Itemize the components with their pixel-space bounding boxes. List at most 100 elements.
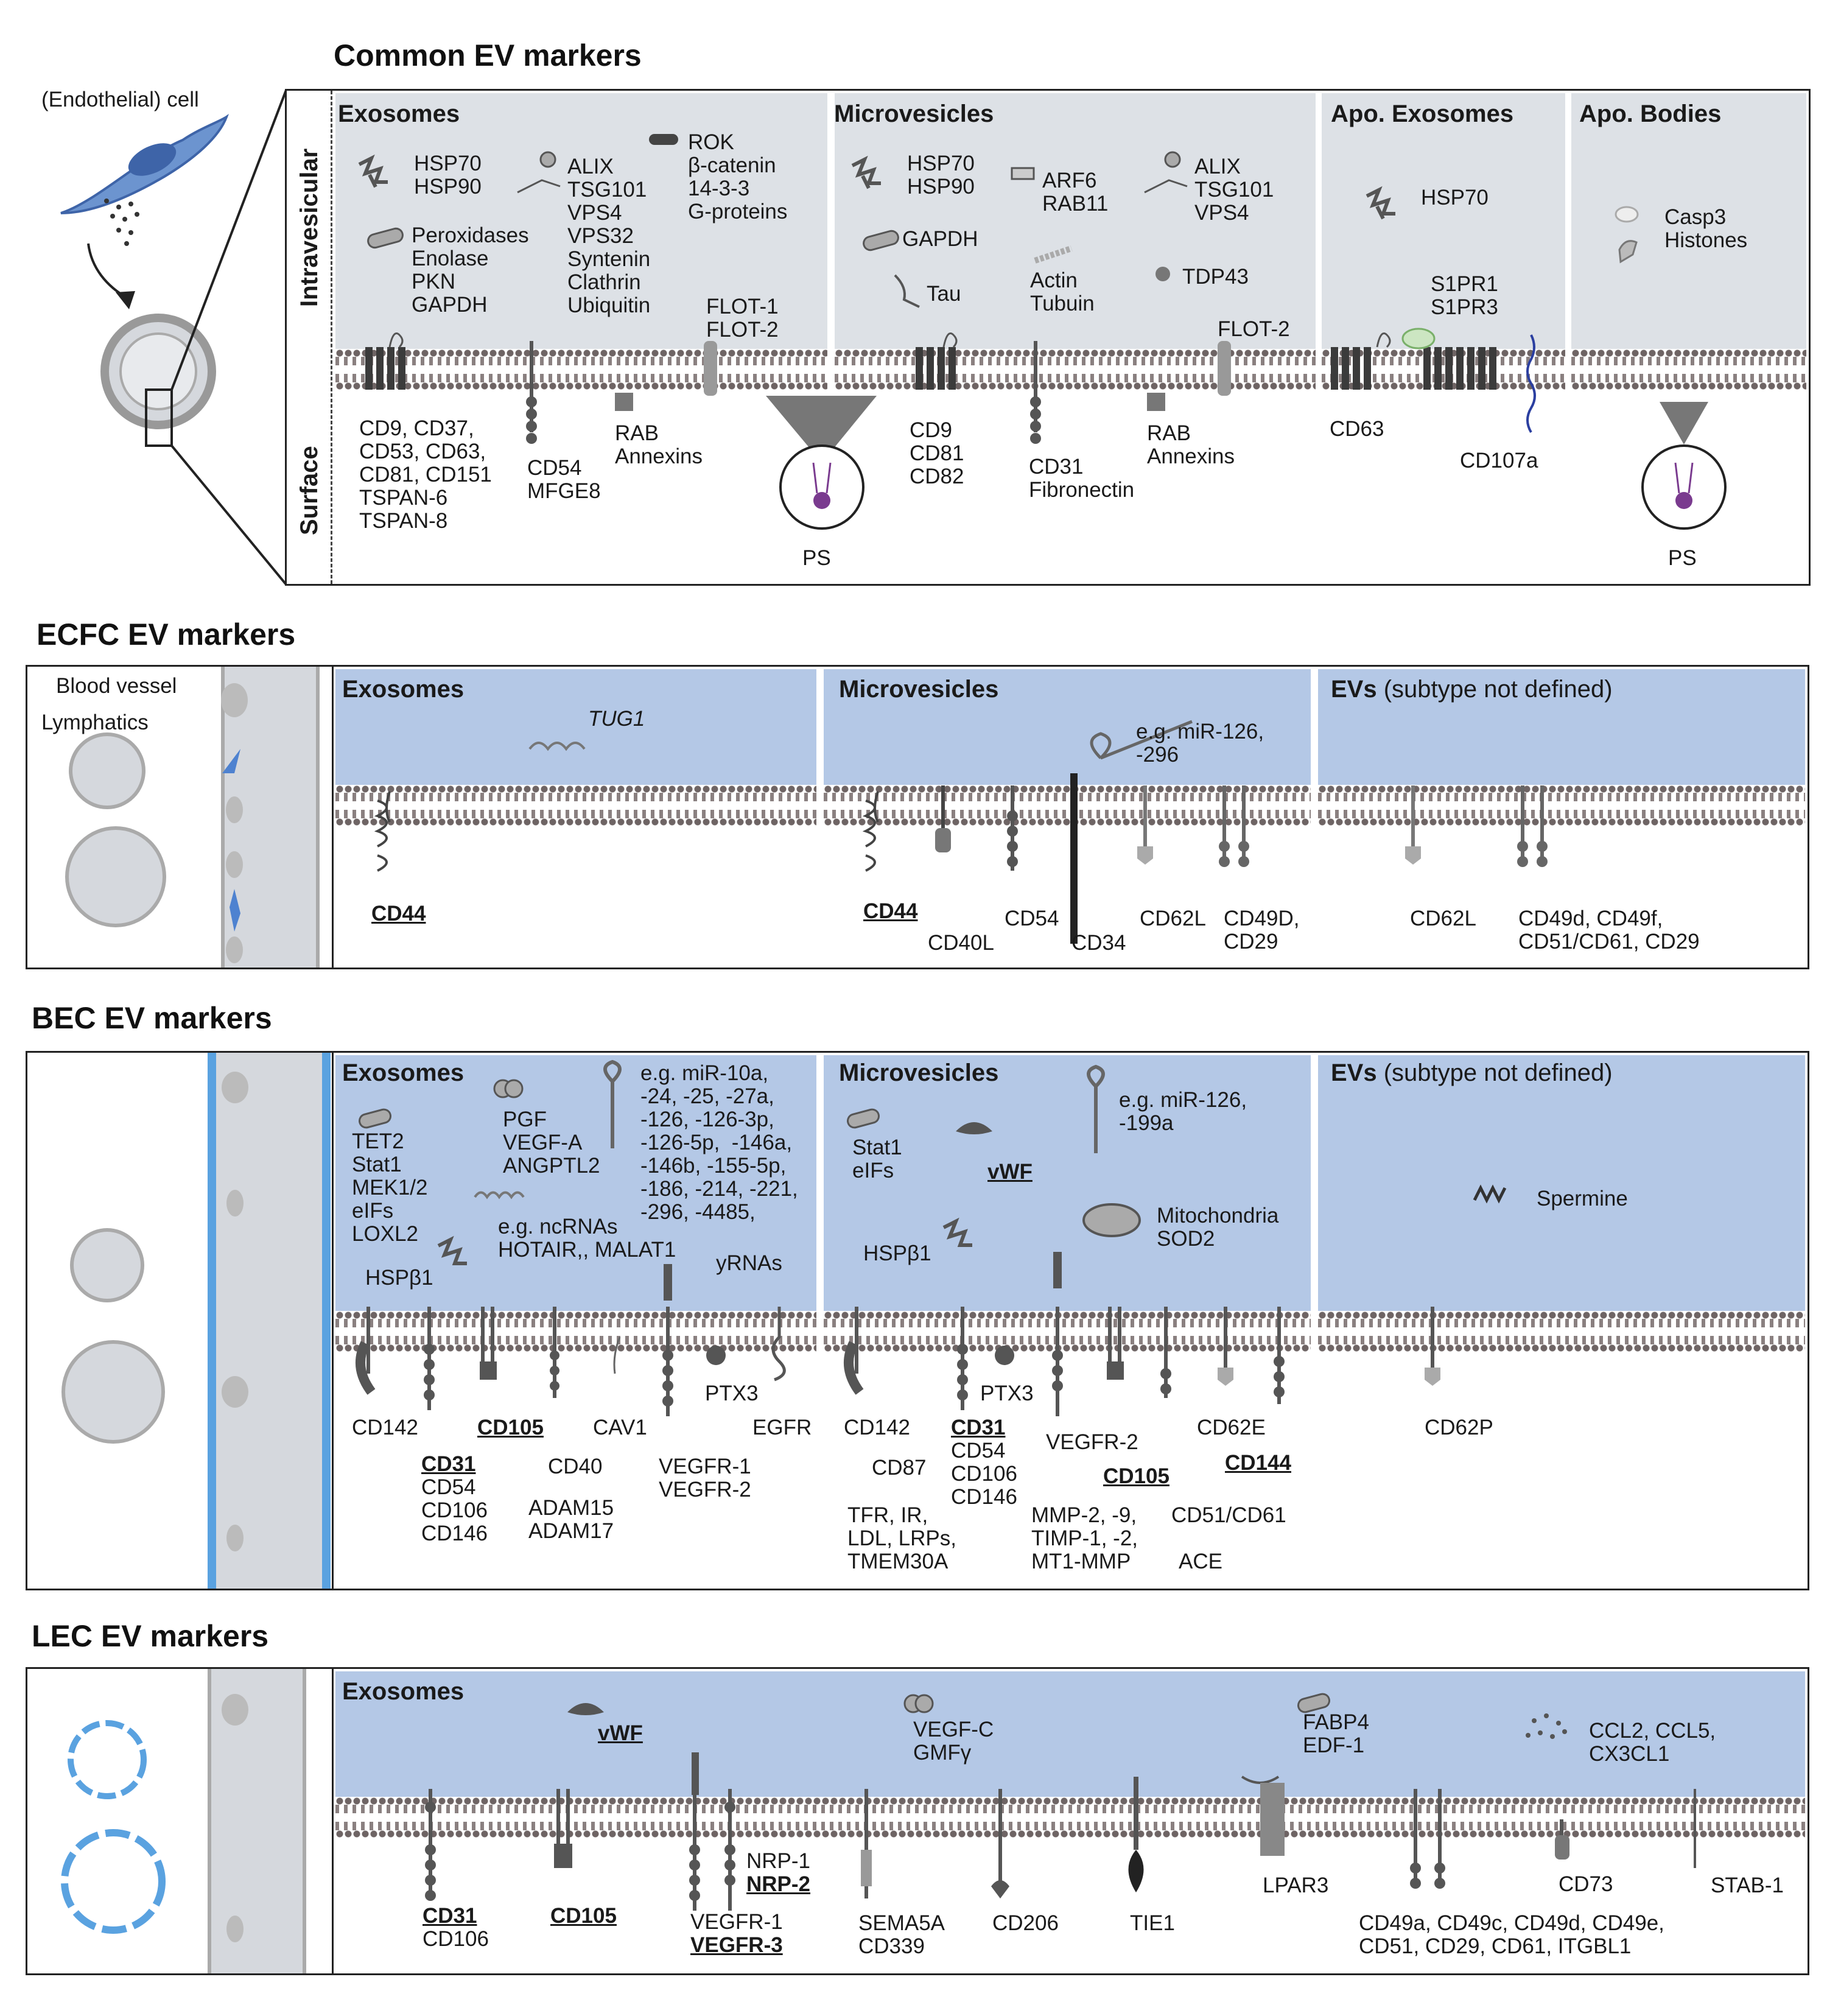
lec-lpar3-label: LPAR3 (1263, 1874, 1329, 1897)
ecfc-title: ECFC EV markers (37, 617, 296, 652)
lec-vegfr3-label: VEGFR-3 (690, 1933, 783, 1957)
mv-tau-label: Tau (927, 282, 961, 306)
lec-fabp-label: FABP4 EDF-1 (1303, 1710, 1369, 1757)
bec-mv-cd105-label: CD105 (1103, 1464, 1169, 1488)
tau-icon (894, 274, 920, 308)
bec-cd51-label: CD51/CD61 (1171, 1503, 1286, 1527)
rab-icon (615, 393, 633, 411)
cell-label: (Endothelial) cell (41, 88, 199, 111)
blood-vessel-label: Blood vessel (56, 674, 177, 698)
bec-mv-hsp-label: HSPβ1 (863, 1242, 931, 1265)
bec-ace-label: ACE (1179, 1550, 1222, 1573)
ecfc-cd54-label: CD54 (1005, 907, 1059, 930)
common-exosomes-title: Exosomes (338, 100, 460, 127)
cd54-icon (526, 341, 1041, 444)
lec-cd106-label: CD106 (423, 1927, 489, 1951)
mv-gapdh-label: GAPDH (902, 227, 978, 251)
common-mv-title: Microvesicles (834, 100, 994, 127)
common-apoexo-region (1322, 93, 1565, 349)
ecfc-mv-cd44-label: CD44 (863, 899, 918, 923)
bec-mv-cd31rest-label: CD54 CD106 CD146 (951, 1439, 1017, 1509)
bec-mir-mv-label: e.g. miR-126, -199a (1119, 1088, 1247, 1135)
ecfc-panel (26, 665, 1809, 969)
zoom-box (145, 388, 173, 447)
apoexo-s1p-label: S1PR1 S1PR3 (1431, 272, 1498, 319)
endothelial-cell-illustration (60, 90, 287, 586)
mv-rab-label: RAB Annexins (1147, 421, 1235, 468)
tdp-icon (1155, 267, 1170, 281)
lec-exo-region (335, 1671, 1805, 1797)
alix-icon (539, 151, 556, 168)
apoexo-cd107-label: CD107a (1460, 449, 1538, 472)
mv-cd-label: CD9 CD81 CD82 (910, 418, 964, 488)
bec-panel (26, 1051, 1809, 1590)
bec-tfr-label: TFR, IR, LDL, LRPs, TMEM30A (847, 1503, 956, 1573)
common-icons (358, 134, 1727, 530)
bec-cd62p-label: CD62P (1425, 1416, 1493, 1439)
bec-cd142-label: CD142 (352, 1416, 418, 1439)
exo-alix-label: ALIX TSG101 VPS4 VPS32 Syntenin Clathrin… (567, 155, 651, 317)
bec-mv-cd142-label: CD142 (844, 1416, 910, 1439)
ps-vesicle-icon (779, 444, 864, 530)
apoexo-hsp-label: HSP70 (1421, 186, 1489, 209)
bec-ev-region (1318, 1055, 1805, 1311)
bec-pgf-label: PGF VEGF-A ANGPTL2 (503, 1108, 600, 1178)
released-vesicles-dots (104, 198, 139, 246)
apobodies-casp-label: Casp3 Histones (1664, 205, 1748, 252)
bec-mv-cd31-label: CD31 (951, 1416, 1006, 1439)
bec-adam-label: ADAM15 ADAM17 (528, 1496, 614, 1543)
lec-panel (26, 1667, 1809, 1975)
lec-cd73-label: CD73 (1559, 1872, 1613, 1896)
mv-tdp-label: TDP43 (1182, 265, 1249, 289)
lec-cd49-label: CD49a, CD49c, CD49d, CD49e, CD51, CD29, … (1359, 1911, 1664, 1958)
bec-cd144-label: CD144 (1225, 1451, 1291, 1475)
lec-title: LEC EV markers (32, 1619, 269, 1653)
lec-nrp1-label: NRP-1 (746, 1849, 811, 1873)
lec-exo-title: Exosomes (342, 1678, 465, 1705)
flot-icon (704, 341, 717, 396)
arf-icon (1011, 167, 1035, 180)
bec-ncrna-label: e.g. ncRNAs HOTAIR,, MALAT1 (498, 1215, 676, 1262)
ecfc-ev-region (1318, 669, 1805, 785)
exo-flot-label: FLOT-1 FLOT-2 (706, 295, 779, 342)
lec-vegfc-label: VEGF-C GMFγ (913, 1718, 994, 1765)
tug1-icon (528, 742, 586, 751)
bec-mv-title: Microvesicles (839, 1059, 999, 1086)
bec-title: BEC EV markers (32, 1001, 272, 1035)
lec-vwf-label: vWF (598, 1721, 643, 1745)
bec-cd40-label: CD40 (548, 1455, 603, 1478)
apobodies-ps-label: PS (1668, 546, 1697, 570)
common-apobodies-region (1571, 93, 1806, 349)
ecfc-ev-cd62l-label: CD62L (1410, 907, 1476, 930)
apoexo-cd63-label: CD63 (1330, 417, 1384, 441)
bec-mir-label: e.g. miR-10a, -24, -25, -27a, -126, -126… (640, 1061, 798, 1224)
exo-ps-label: PS (802, 546, 831, 570)
cd107a-icon (1526, 334, 1536, 434)
cd34-label: CD34 (1071, 931, 1126, 955)
nucleus-icon (128, 143, 177, 176)
ecfc-ev-cd49-label: CD49d, CD49f, CD51/CD61, CD29 (1518, 907, 1700, 954)
mv-hsp-label: HSP70 HSP90 (907, 152, 975, 198)
exo-cd-label: CD9, CD37, CD53, CD63, CD81, CD151 TSPAN… (359, 416, 492, 533)
ecfc-cd49d-label: CD49D, CD29 (1224, 907, 1300, 954)
apo-exosomes-title: Apo. Exosomes (1331, 100, 1514, 127)
lec-ccl-label: CCL2, CCL5, CX3CL1 (1589, 1719, 1716, 1766)
bec-exo-title: Exosomes (342, 1059, 465, 1086)
ecfc-mv-region (824, 669, 1311, 785)
ecfc-mv-title: Microvesicles (839, 676, 999, 703)
lec-cd206-label: CD206 (992, 1911, 1059, 1935)
spermine-icon (1473, 1184, 1507, 1204)
ecfc-exo-region (335, 669, 816, 785)
bec-ev-title: EVs (subtype not defined) (1331, 1059, 1613, 1086)
exo-hsp-label: HSP70 HSP90 (414, 152, 482, 198)
mv-arf-label: ARF6 RAB11 (1042, 169, 1109, 216)
lec-cd31-label: CD31 (423, 1904, 477, 1928)
lec-nrp2-label: NRP-2 (746, 1872, 811, 1896)
membrane (335, 349, 827, 390)
rok-icon (649, 134, 678, 145)
bec-tet-label: TET2 Stat1 MEK1/2 eIFs LOXL2 (352, 1129, 428, 1246)
lec-vegfr1-label: VEGFR-1 (690, 1910, 783, 1934)
tug1-label: TUG1 (588, 707, 645, 731)
bec-hsp-label: HSPβ1 (365, 1266, 433, 1290)
bec-cav1-label: CAV1 (593, 1416, 647, 1439)
